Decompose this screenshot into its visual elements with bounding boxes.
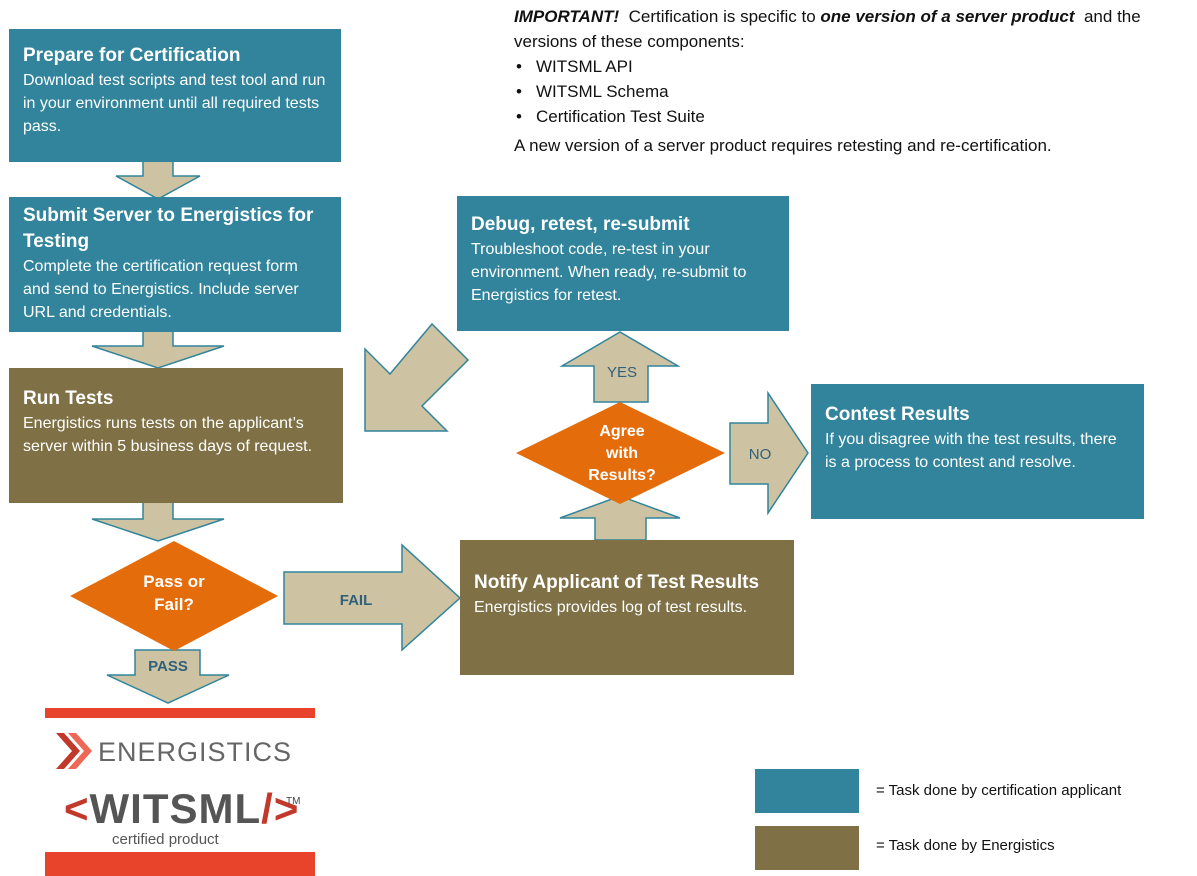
- note-footer: A new version of a server product requir…: [514, 136, 1052, 155]
- legend-label-energistics: = Task done by Energistics: [876, 837, 1055, 854]
- arrow-no: [729, 390, 809, 516]
- note-part2: and the versions of these components:: [514, 7, 1146, 51]
- label-no: NO: [749, 446, 772, 463]
- decision-pass-fail: [70, 541, 278, 651]
- energistics-logo-text: ENERGISTICS: [98, 737, 293, 767]
- note-item: WITSML API: [516, 54, 1194, 79]
- box-debug-body: Troubleshoot code, re-test in your envir…: [471, 241, 747, 304]
- arrow-debug-to-run: [364, 322, 470, 432]
- decision-pass-fail-line1: Pass or: [143, 572, 205, 591]
- important-note: IMPORTANT! Certification is specific to …: [514, 4, 1194, 158]
- witsml-logo-text: WITSML: [89, 785, 262, 832]
- legend-swatch-applicant: [755, 769, 859, 813]
- note-item: WITSML Schema: [516, 79, 1194, 104]
- box-run-body: Energistics runs tests on the applicant’…: [23, 415, 313, 455]
- box-prepare-title: Prepare for Certification: [23, 45, 241, 66]
- energistics-mark-icon: [56, 733, 92, 769]
- legend-swatch-energistics: [755, 826, 859, 870]
- decision-agree-line2: with: [605, 445, 638, 462]
- label-pass: PASS: [148, 658, 188, 675]
- box-submit-body: Complete the certification request form …: [23, 258, 299, 321]
- box-prepare-body: Download test scripts and test tool and …: [23, 72, 326, 135]
- certified-product-text: certified product: [112, 831, 219, 848]
- decision-agree-line3: Results?: [588, 467, 656, 484]
- box-notify-body: Energistics provides log of test results…: [474, 599, 748, 616]
- logo-bottom-bar: [45, 852, 315, 876]
- box-debug: Debug, retest, re-submit Troubleshoot co…: [457, 196, 789, 331]
- decision-agree-line1: Agree: [599, 423, 644, 440]
- witsml-close-bracket: />: [261, 785, 300, 832]
- box-submit-title: Submit Server to Energistics for Testing: [23, 205, 314, 252]
- box-contest-body: If you disagree with the test results, t…: [825, 431, 1117, 471]
- arrow-pass: [106, 649, 230, 704]
- label-fail: FAIL: [340, 592, 373, 609]
- box-submit: Submit Server to Energistics for Testing…: [9, 197, 341, 332]
- note-part1: Certification is specific to: [619, 7, 821, 26]
- note-item: Certification Test Suite: [516, 104, 1194, 129]
- box-contest: Contest Results If you disagree with the…: [811, 384, 1144, 519]
- arrow-yes: [559, 331, 681, 403]
- decision-pass-fail-line2: Fail?: [154, 595, 194, 614]
- witsml-logo: <WITSML/>: [64, 785, 299, 833]
- box-notify: Notify Applicant of Test Results Energis…: [460, 540, 794, 675]
- arrow-fail: [283, 543, 462, 652]
- box-notify-title: Notify Applicant of Test Results: [474, 572, 760, 593]
- label-yes: YES: [607, 364, 637, 381]
- arrow-notify-to-agree: [559, 495, 681, 541]
- arrow-run-to-decision: [91, 501, 225, 542]
- note-emphasis: one version of a server product: [820, 7, 1075, 26]
- box-run-title: Run Tests: [23, 388, 114, 409]
- logo-top-bar: [45, 708, 315, 718]
- witsml-open-bracket: <: [64, 785, 90, 832]
- box-contest-title: Contest Results: [825, 404, 970, 425]
- note-intro: IMPORTANT! Certification is specific to …: [514, 4, 1194, 54]
- arrow-submit-to-run: [91, 329, 225, 369]
- box-prepare: Prepare for Certification Download test …: [9, 29, 341, 162]
- decision-agree: [516, 402, 725, 504]
- box-debug-title: Debug, retest, re-submit: [471, 214, 690, 235]
- box-run: Run Tests Energistics runs tests on the …: [9, 368, 343, 503]
- legend-label-applicant: = Task done by certification applicant: [876, 782, 1122, 799]
- logo-card: [45, 718, 315, 856]
- trademark-mark: TM: [286, 796, 301, 807]
- note-list: WITSML API WITSML Schema Certification T…: [514, 54, 1194, 129]
- note-lead: IMPORTANT!: [514, 7, 620, 26]
- arrow-prepare-to-submit: [115, 160, 201, 200]
